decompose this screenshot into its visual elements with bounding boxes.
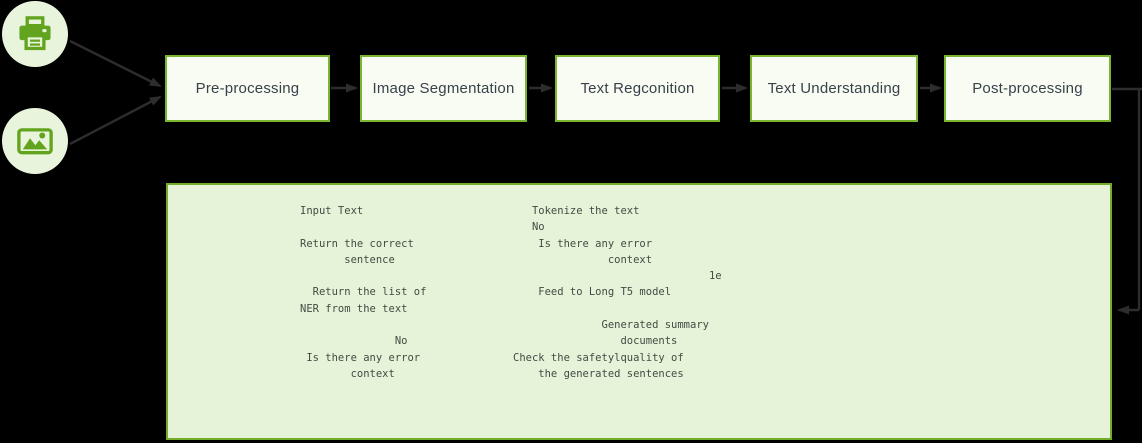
stage-image-segmentation: Image Segmentation xyxy=(360,55,527,122)
stage-label: Text Regconition xyxy=(580,80,695,97)
stage-label: Pre-processing xyxy=(195,80,300,97)
stage-label: Image Segmentation xyxy=(372,80,515,97)
stage-text-recognition: Text Regconition xyxy=(555,55,720,122)
detail-left-column: Input Text Return the correct sentence R… xyxy=(300,205,427,380)
stage-post-processing: Post-processing xyxy=(944,55,1111,122)
detail-right-column: Tokenize the text No Is there any error … xyxy=(513,205,722,380)
stage-label: Text Understanding xyxy=(767,80,901,97)
stage-label: Post-processing xyxy=(972,80,1083,97)
image-source-node xyxy=(2,108,68,174)
arrow-image-to-preprocessing xyxy=(69,95,162,146)
stage-text-understanding: Text Understanding xyxy=(750,55,918,122)
image-icon xyxy=(17,128,53,155)
arrow-printer-to-preprocessing xyxy=(69,39,162,88)
stage-pre-processing: Pre-processing xyxy=(165,55,330,122)
detail-panel xyxy=(166,183,1112,440)
printer-source-node xyxy=(2,1,68,67)
printer-icon xyxy=(19,16,51,51)
